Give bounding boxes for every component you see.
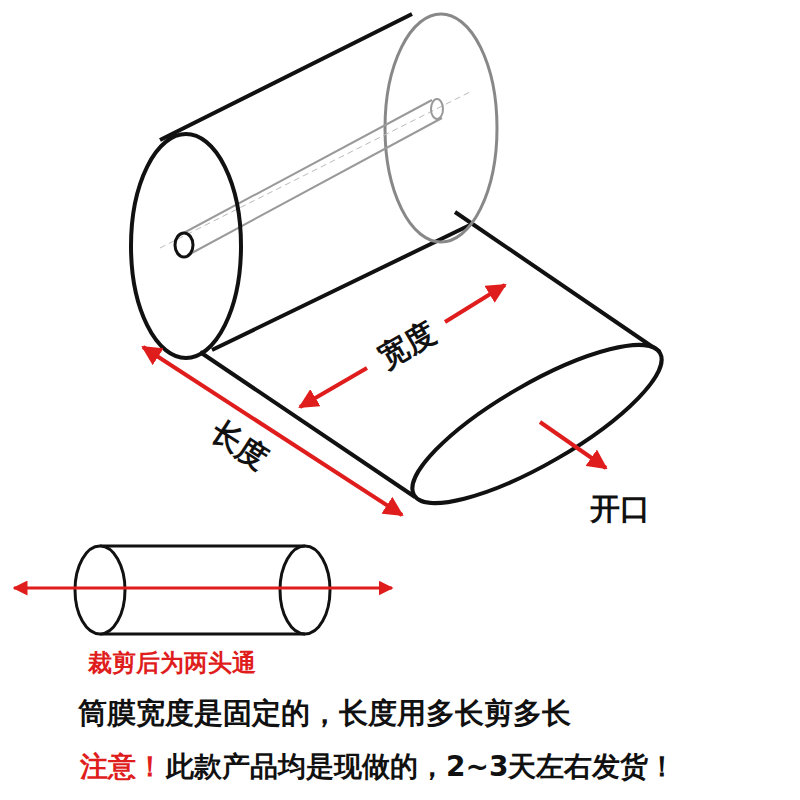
cut-note: 裁剪后为两头通 [88,650,256,676]
notice-label: 注意！ [80,752,164,783]
width-label: 宽度 [369,314,444,377]
opening-label: 开口 [590,492,650,525]
notice-text: 此款产品均是现做的，2~3天左右发货！ [166,752,676,783]
width-note: 筒膜宽度是固定的，长度用多长剪多长 [78,698,571,730]
